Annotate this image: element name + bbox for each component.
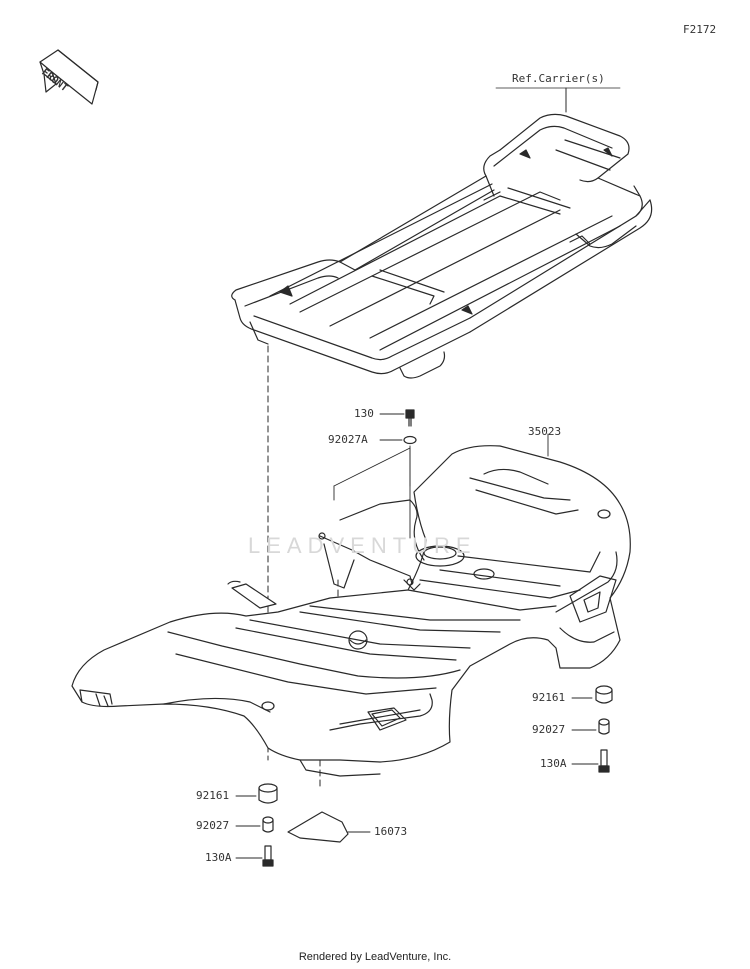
carrier-rack: [231, 113, 653, 379]
callout-92027a: 92027A: [328, 433, 368, 446]
callout-92161-left: 92161: [196, 789, 230, 802]
bolt-130a-right: [598, 749, 610, 773]
callout-92027-right: 92027: [532, 723, 566, 736]
leader-lines: [235, 413, 599, 859]
callout-35023: 35023: [528, 425, 562, 438]
callout-130a-right: 130A: [540, 757, 567, 770]
callout-16073: 16073: [374, 825, 408, 838]
collar-92027-left: [262, 816, 274, 833]
collar-92027-right: [598, 718, 610, 735]
callout-130a-left: 130A: [205, 851, 232, 864]
bolt-130a-left: [262, 845, 274, 867]
rear-fender: [71, 445, 631, 777]
front-arrow-icon: [39, 49, 99, 105]
figure-code: F2172: [683, 23, 717, 36]
callout-92161-right: 92161: [532, 691, 566, 704]
footer-credit: Rendered by LeadVenture, Inc.: [298, 951, 452, 963]
bolt-130: [405, 409, 415, 427]
callout-92027-left: 92027: [196, 819, 230, 832]
grommet-92161-left: [258, 783, 278, 804]
watermark: LEADVENTURE: [248, 533, 477, 558]
grommet-92161-right: [595, 685, 613, 704]
washer-92027a: [403, 435, 417, 445]
callout-ref-carrier: Ref.Carrier(s): [512, 72, 605, 85]
callout-130: 130: [354, 407, 374, 420]
pad-16073: [287, 811, 349, 843]
